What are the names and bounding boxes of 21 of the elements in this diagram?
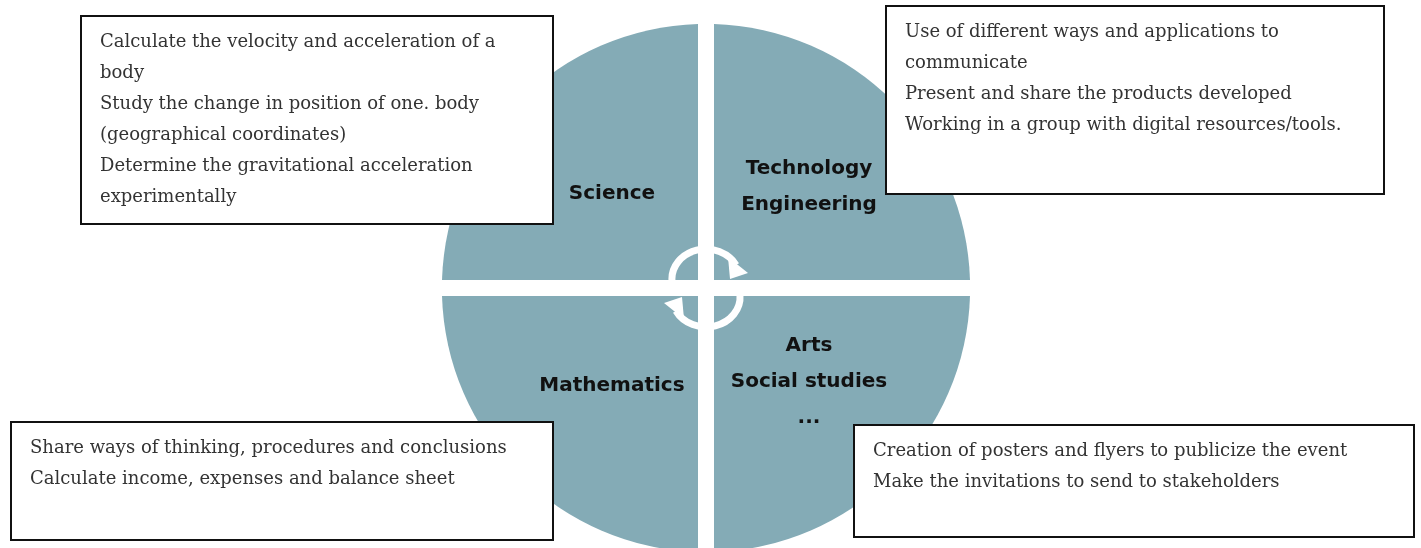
text-box [10,421,554,541]
text-box [80,15,554,225]
text-box [885,5,1385,195]
activity-text: Calculate the velocity and acceleration of a body [100,29,497,84]
subject-label: Arts [784,331,834,358]
subject-label: Engineering [740,190,878,217]
activity-text: Calculate income, expenses and balance sheet [30,466,456,490]
activity-text: Working in a group with digital resources/tools. [905,112,1343,136]
activity-text: Study the change in position of one. body (geographical coordinates) [100,91,481,146]
activity-text: Use of different ways and applications to communicate [905,19,1280,74]
subject-label: Science [567,179,657,206]
subject-label: ... [796,403,822,430]
activity-text: Share ways of thinking, procedures and conclusions [30,435,508,459]
activity-text: Present and share the products developed [905,81,1293,105]
subject-label: Technology [744,154,874,181]
activity-text: Determine the gravitational acceleration experimentally [100,153,474,208]
activity-text: Make the invitations to send to stakeholders [873,469,1281,493]
subject-label: Mathematics [538,371,686,398]
subject-label: Social studies [729,367,889,394]
activity-text: Creation of posters and flyers to publicize the event [873,438,1349,462]
text-box [853,424,1415,538]
